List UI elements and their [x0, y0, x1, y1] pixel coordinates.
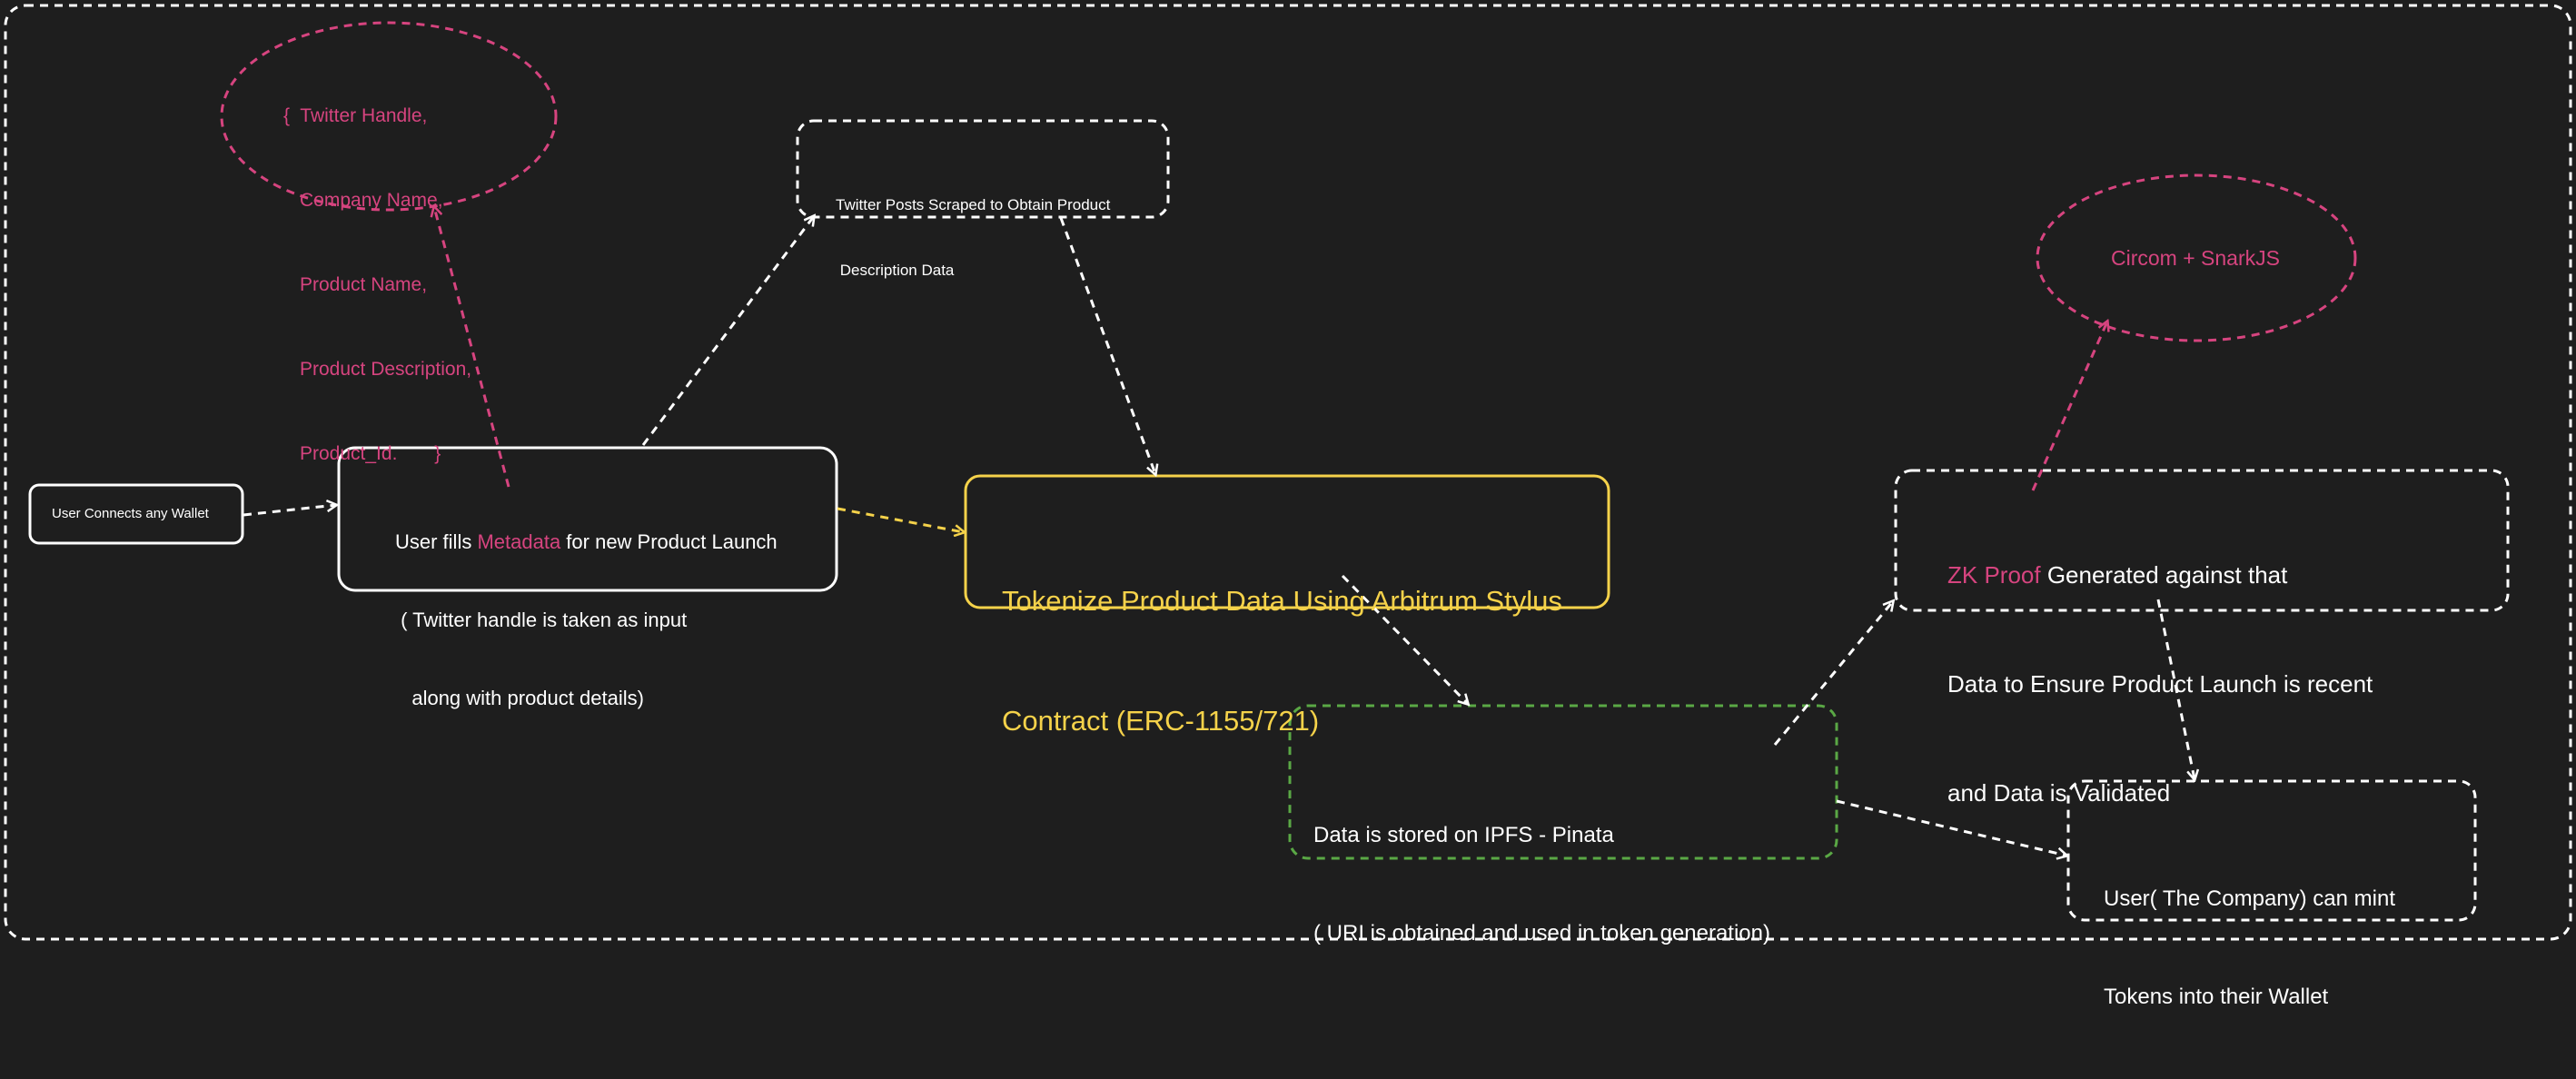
metadata-fields-ellipse	[220, 21, 558, 212]
mint-line1: User( The Company) can mint	[2104, 886, 2395, 911]
metadata-line1: User fills Metadata for new Product Laun…	[395, 530, 778, 556]
zk-highlight: ZK Proof	[1947, 561, 2041, 589]
metadata-suffix: for new Product Launch	[560, 530, 778, 554]
arrow-tokenize-to-ipfs	[1341, 574, 1468, 704]
diagram-canvas: User Connects any Wallet User fills Meta…	[4, 4, 2572, 1009]
zk-suffix: Generated against that	[2040, 561, 2288, 589]
circom-label: Circom + SnarkJS	[2111, 246, 2280, 270]
tokenize-box	[964, 474, 1610, 609]
fields-line4: Product Description,	[300, 359, 472, 380]
mint-line2: Tokens into their Wallet	[2104, 985, 2329, 1009]
twitter-text: Twitter Posts Scraped to Obtain Product …	[836, 151, 1110, 325]
wallet-box	[28, 483, 244, 545]
zk-text: ZK Proof Generated against that Data to …	[1947, 484, 2373, 884]
diagram-shapes	[4, 4, 2572, 941]
arrow-metadata-to-tokenize	[837, 507, 964, 532]
metadata-prefix: User fills	[395, 530, 478, 554]
ipfs-line2: ( URI is obtained and used in token gene…	[1313, 921, 1770, 945]
arrow-twitter-to-tokenize	[1059, 217, 1155, 474]
fields-line1: { Twitter Handle,	[283, 105, 428, 126]
arrow-wallet-to-metadata	[243, 505, 336, 517]
zk-box	[1894, 469, 2510, 612]
ipfs-line1: Data is stored on IPFS - Pinata	[1313, 823, 1614, 847]
tokenize-text: Tokenize Product Data Using Arbitrum Sty…	[1002, 501, 1562, 821]
metadata-fields-text: { Twitter Handle, Company Name, Product …	[283, 45, 471, 524]
arrow-metadata-to-fields	[434, 207, 510, 488]
twitter-line2: Description Data	[836, 262, 955, 279]
zk-line1: ZK Proof Generated against that	[1947, 557, 2373, 593]
outer-frame	[4, 4, 2572, 941]
circom-ellipse	[2036, 173, 2357, 342]
twitter-line1: Twitter Posts Scraped to Obtain Product	[836, 196, 1111, 213]
arrow-ipfs-to-mint	[1836, 799, 2066, 856]
metadata-text: User fills Metadata for new Product Laun…	[395, 478, 778, 764]
ipfs-box	[1288, 704, 1838, 860]
tokenize-line1: Tokenize Product Data Using Arbitrum Sty…	[1002, 585, 1562, 617]
wallet-label: User Connects any Wallet	[52, 506, 209, 521]
twitter-box	[796, 119, 1170, 219]
fields-line5: Product_Id. }	[300, 443, 441, 464]
metadata-line2: ( Twitter handle is taken as input	[395, 608, 688, 631]
metadata-line3: along with product details)	[395, 686, 644, 709]
tokenize-line2: Contract (ERC-1155/721)	[1002, 705, 1320, 737]
zk-line2: Data to Ensure Product Launch is recent	[1947, 670, 2373, 698]
arrow-metadata-to-twitter	[641, 216, 814, 446]
metadata-box	[337, 446, 838, 592]
fields-line2: Company Name,	[300, 190, 443, 211]
fields-line3: Product Name,	[300, 274, 428, 295]
zk-line3: and Data is Validated	[1947, 779, 2171, 807]
arrow-zk-to-mint	[2156, 599, 2195, 779]
arrow-ipfs-to-zk	[1773, 601, 1893, 746]
ipfs-text: Data is stored on IPFS - Pinata ( URI is…	[1313, 754, 1770, 1015]
arrow-zk-to-circom	[2031, 322, 2107, 491]
metadata-highlight: Metadata	[477, 530, 561, 554]
mint-text: User( The Company) can mint Tokens into …	[2104, 817, 2395, 1079]
mint-box	[2066, 779, 2477, 922]
